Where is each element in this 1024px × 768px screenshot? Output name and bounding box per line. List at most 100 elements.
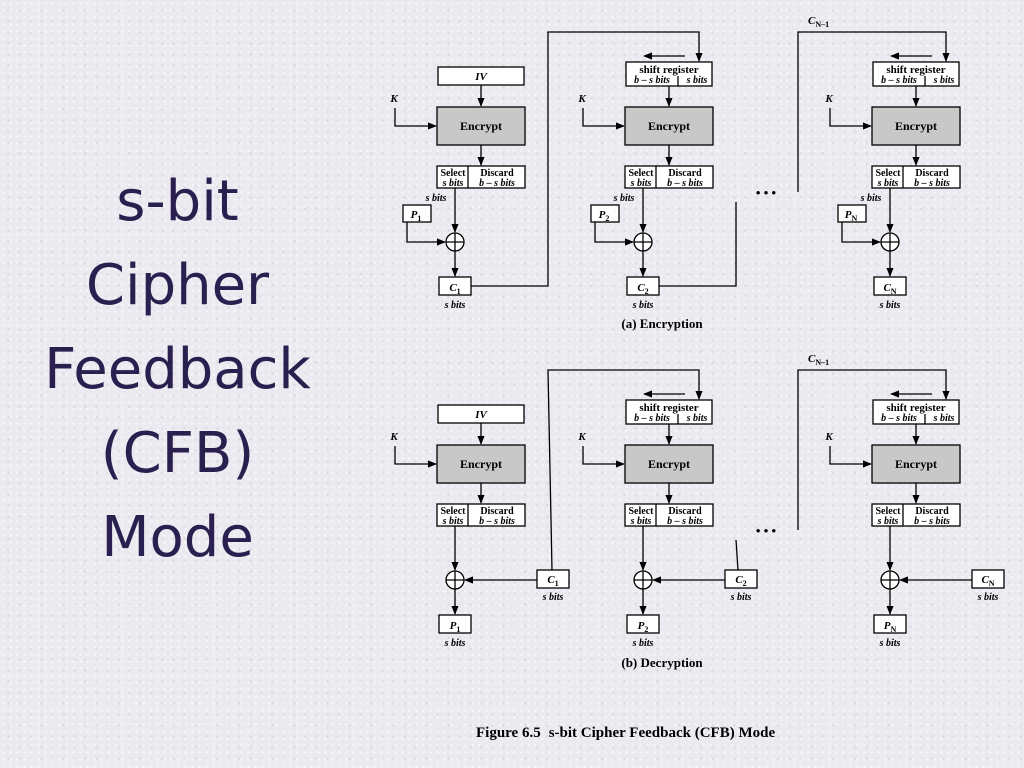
feedback-line <box>547 369 703 571</box>
key-label: K <box>577 93 586 105</box>
select-label: Select <box>629 506 655 517</box>
xor-symbol <box>445 232 465 252</box>
s-bits-label: s bits <box>632 300 654 311</box>
key-label: K <box>389 431 398 443</box>
xor-symbol <box>880 232 900 252</box>
discard-bits-label: b – s bits <box>667 516 703 527</box>
decryption-feedback: CN–1 • • • <box>547 353 950 571</box>
key-label: K <box>577 431 586 443</box>
s-bits-label: s bits <box>879 638 901 649</box>
s-bits-label: s bits <box>444 638 466 649</box>
plaintext-box <box>402 204 432 223</box>
discard-label: Discard <box>480 168 514 179</box>
select-bits-label: s bits <box>442 178 464 189</box>
plaintext-box <box>873 614 907 634</box>
select-discard-box <box>436 503 526 527</box>
discard-label: Discard <box>668 506 702 517</box>
select-discard-box <box>624 165 714 189</box>
slide-title: s-bit Cipher Feedback (CFB) Mode <box>0 160 355 580</box>
encrypt-box <box>871 106 961 146</box>
select-bits-label: s bits <box>630 516 652 527</box>
feedback-label: CN–1 <box>808 353 829 367</box>
shift-register-left-label: b – s bits <box>634 75 670 86</box>
ciphertext-label: C2 <box>735 574 746 588</box>
select-label: Select <box>876 168 902 179</box>
ciphertext-box <box>873 276 907 296</box>
title-line: s-bit <box>116 169 239 234</box>
select-discard-box <box>871 503 961 527</box>
discard-bits-label: b – s bits <box>914 516 950 527</box>
shift-register-right-label: s bits <box>686 413 708 424</box>
title-line: Mode <box>101 505 254 570</box>
iv-label: IV <box>474 409 488 421</box>
key-line <box>829 446 872 468</box>
s-bits-label: s bits <box>425 193 447 204</box>
ellipsis: • • • <box>756 185 777 200</box>
ellipsis: • • • <box>756 523 777 538</box>
encrypt-box <box>624 106 714 146</box>
discard-label: Discard <box>915 168 949 179</box>
encrypt-label: Encrypt <box>460 457 502 471</box>
ciphertext-label: C1 <box>547 574 558 588</box>
ciphertext-label: CN <box>981 574 994 588</box>
shift-register-left-label: b – s bits <box>634 413 670 424</box>
select-discard-box <box>624 503 714 527</box>
select-label: Select <box>629 168 655 179</box>
key-line <box>394 446 437 468</box>
plaintext-label: P1 <box>411 209 422 223</box>
s-bits-label: s bits <box>542 592 564 603</box>
shift-register-label: shift register <box>886 402 945 414</box>
shift-register-right-label: s bits <box>933 75 955 86</box>
feedback-label: CN–1 <box>808 15 829 29</box>
ciphertext-box <box>971 569 1005 589</box>
encrypt-label: Encrypt <box>895 457 937 471</box>
select-label: Select <box>441 506 467 517</box>
s-bits-label: s bits <box>444 300 466 311</box>
title-line: Cipher <box>85 253 270 318</box>
xor-symbol <box>633 570 653 590</box>
key-label: K <box>389 93 398 105</box>
encrypt-label: Encrypt <box>648 119 690 133</box>
key-line <box>582 446 625 468</box>
ciphertext-box <box>536 569 570 589</box>
key-line <box>829 108 872 130</box>
feedback-line <box>735 539 739 571</box>
select-discard-box <box>871 165 961 189</box>
figure-number: Figure 6.5 <box>476 725 541 741</box>
shift-register-label: shift register <box>639 402 698 414</box>
encryption-feedback: CN–1 • • • <box>471 15 950 287</box>
figure-caption-text: s-bit Cipher Feedback (CFB) Mode <box>548 725 776 741</box>
discard-bits-label: b – s bits <box>479 516 515 527</box>
plaintext-label: P2 <box>599 209 610 223</box>
encrypt-label: Encrypt <box>895 119 937 133</box>
encrypt-box <box>436 444 526 484</box>
discard-label: Discard <box>480 506 514 517</box>
key-line <box>582 108 625 130</box>
plaintext-line <box>594 222 634 246</box>
discard-bits-label: b – s bits <box>667 178 703 189</box>
title-line: Feedback <box>44 337 311 402</box>
key-label: K <box>824 431 833 443</box>
title-line: (CFB) <box>100 421 255 486</box>
shift-register-box <box>625 61 713 87</box>
encrypt-label: Encrypt <box>648 457 690 471</box>
ciphertext-label: C2 <box>637 282 648 296</box>
s-bits-label: s bits <box>860 193 882 204</box>
ciphertext-label: CN <box>883 282 896 296</box>
plaintext-box <box>626 614 660 634</box>
xor-symbol <box>445 570 465 590</box>
ciphertext-box <box>724 569 758 589</box>
shift-register-left-label: b – s bits <box>881 75 917 86</box>
s-bits-label: s bits <box>977 592 999 603</box>
key-label: K <box>824 93 833 105</box>
shift-register-box <box>872 61 960 87</box>
encrypt-box <box>871 444 961 484</box>
shift-register-label: shift register <box>639 64 698 76</box>
ciphertext-label: C1 <box>449 282 460 296</box>
